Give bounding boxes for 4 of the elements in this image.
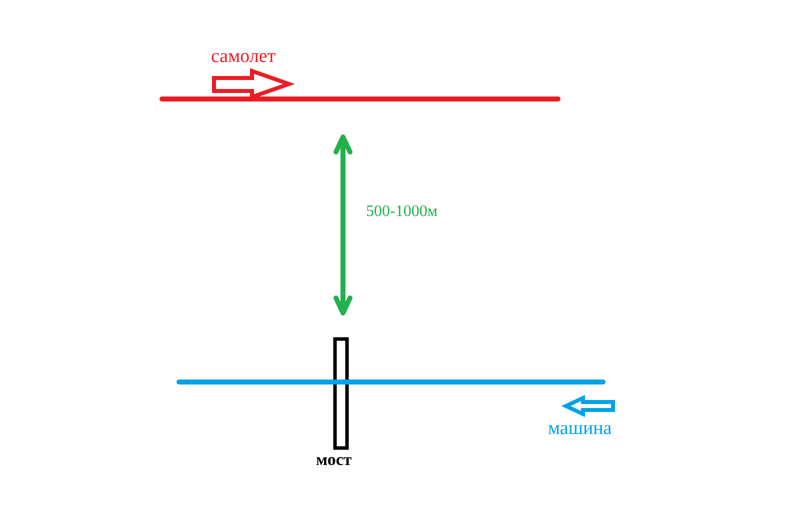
plane-label: самолет (211, 47, 276, 66)
car-label: машина (548, 419, 612, 438)
bridge-label: мост (316, 451, 352, 468)
distance-label: 500-1000м (366, 204, 438, 220)
